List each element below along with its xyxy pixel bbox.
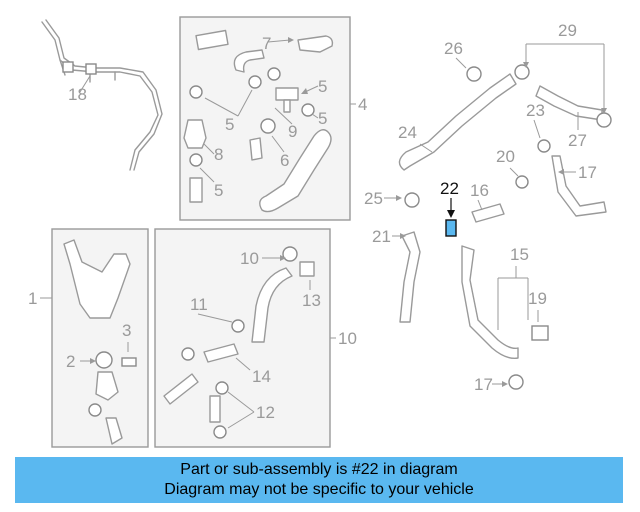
- callout-8[interactable]: 8: [214, 145, 223, 164]
- part-right-assembly: [398, 64, 612, 390]
- callout-26[interactable]: 25: [364, 189, 383, 208]
- callout-6[interactable]: 6: [280, 151, 289, 170]
- info-banner: Part or sub-assembly is #22 in diagram D…: [15, 457, 623, 503]
- callout-12[interactable]: 12: [256, 403, 275, 422]
- callout-27[interactable]: 26: [444, 39, 463, 58]
- callout-5-a[interactable]: 5: [318, 77, 327, 96]
- callout-13[interactable]: 13: [302, 291, 321, 310]
- callout-1[interactable]: 1: [28, 289, 37, 308]
- callout-29[interactable]: 29: [558, 21, 577, 40]
- callout-2[interactable]: 2: [66, 352, 75, 371]
- callout-4[interactable]: 4: [358, 95, 367, 114]
- callout-10[interactable]: 10: [338, 329, 357, 348]
- callout-5-b[interactable]: 5: [225, 115, 234, 134]
- part-box-4-assembly: [183, 29, 334, 213]
- banner-line-1: Part or sub-assembly is #22 in diagram: [180, 461, 458, 478]
- callout-23[interactable]: 21: [372, 227, 391, 246]
- callout-18[interactable]: 19: [528, 289, 547, 308]
- part-22-highlighted[interactable]: [445, 219, 457, 237]
- callout-5-c[interactable]: 5: [318, 109, 327, 128]
- callout-5-d[interactable]: 5: [214, 181, 223, 200]
- callout-24[interactable]: 23: [526, 101, 545, 120]
- parts-diagram: 18 7 5 5 9 5 8 6 5 4 1: [28, 16, 612, 448]
- part-15-tube: [41, 19, 163, 171]
- callout-9[interactable]: 9: [288, 122, 297, 141]
- callout-22-highlighted[interactable]: 22: [440, 179, 459, 198]
- callout-16[interactable]: 15: [510, 245, 529, 264]
- callout-7[interactable]: 7: [262, 34, 271, 53]
- callout-17[interactable]: 17: [474, 375, 493, 394]
- callout-21[interactable]: 20: [496, 147, 515, 166]
- banner-line-2: Diagram may not be specific to your vehi…: [164, 481, 474, 498]
- callout-28[interactable]: 27: [568, 131, 587, 150]
- callout-19[interactable]: 17: [578, 163, 597, 182]
- callout-15[interactable]: 18: [68, 85, 87, 104]
- part-box-1-assembly: [63, 239, 137, 445]
- callout-14[interactable]: 14: [252, 367, 271, 386]
- callout-20[interactable]: 16: [470, 181, 489, 200]
- callout-11-b[interactable]: 11: [190, 295, 208, 314]
- callout-11-a[interactable]: 10: [240, 249, 259, 268]
- callout-25[interactable]: 24: [398, 123, 417, 142]
- part-box-10-assembly: [163, 246, 315, 439]
- callout-3[interactable]: 3: [122, 321, 131, 340]
